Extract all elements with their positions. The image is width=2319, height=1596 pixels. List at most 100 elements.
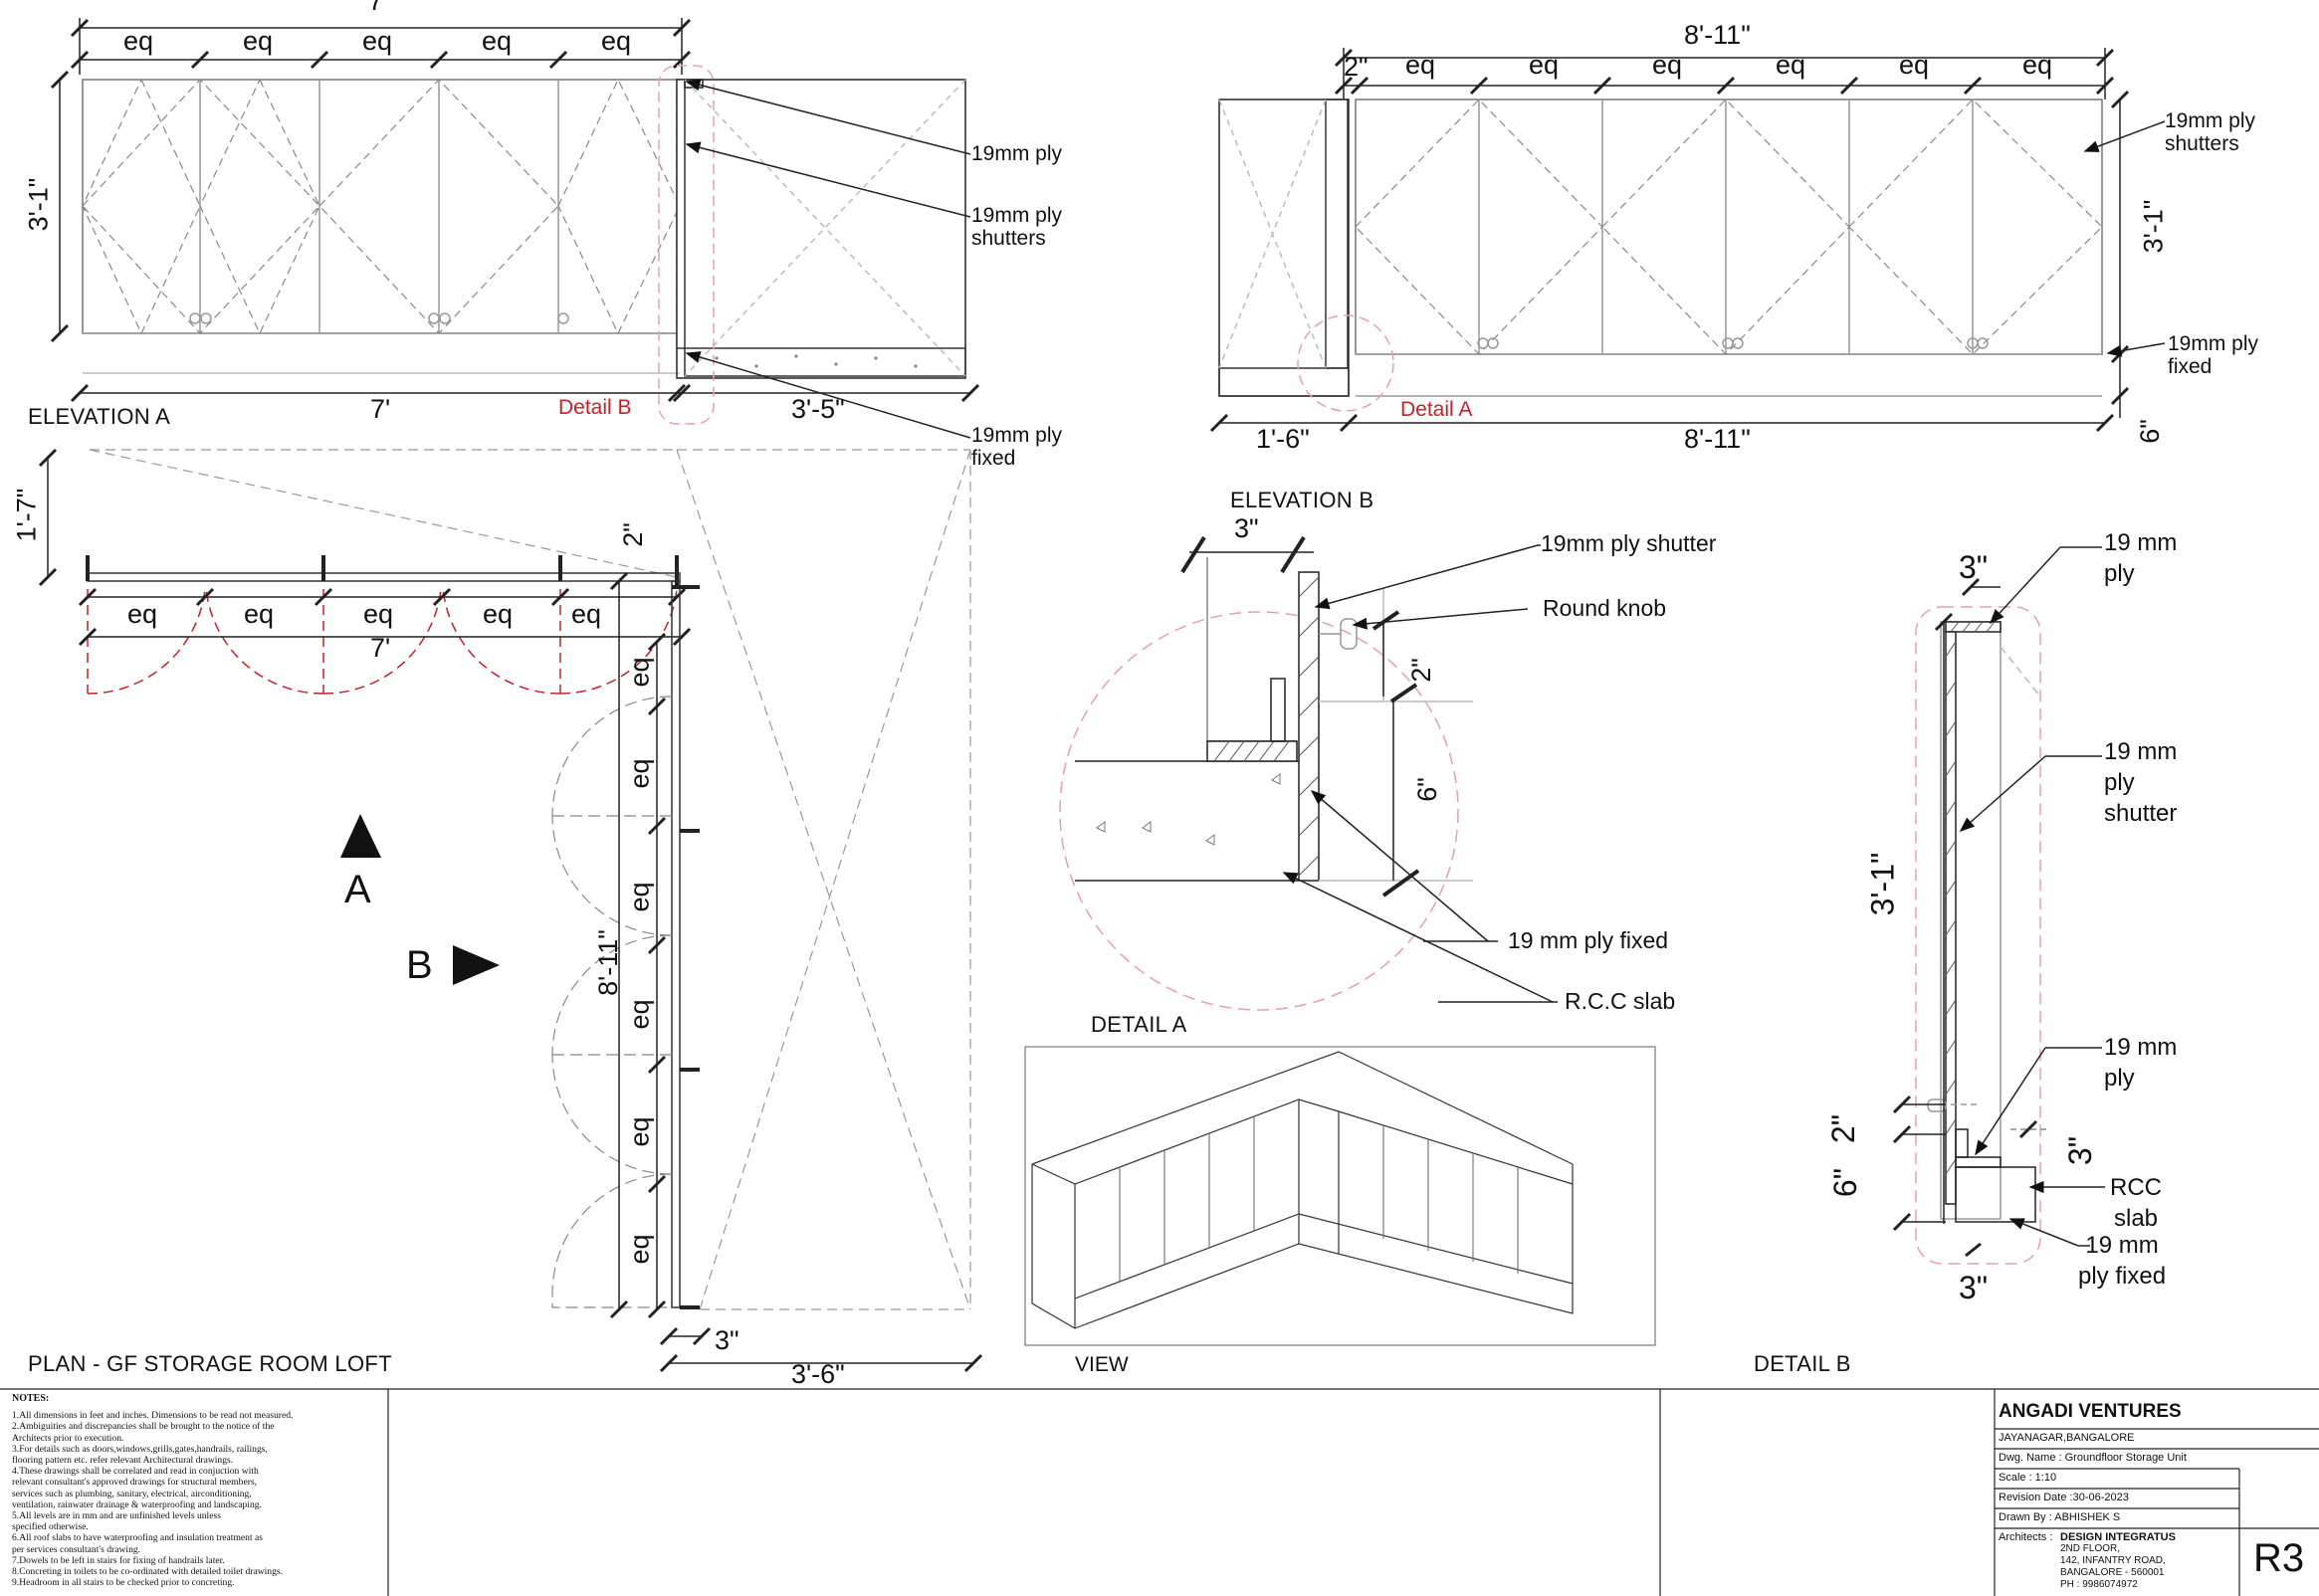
drawing-name: Dwg. Name : Groundfloor Storage Unit [1999,1452,2187,1464]
plan-bottom-small: 3" [715,1325,739,1355]
detail-a-callout: Detail A [1400,398,1473,421]
elevation-b-small-top: 2" [1344,52,1369,82]
elevation-b-drawing [1209,48,2166,433]
view-title: VIEW [1075,1353,1129,1376]
detail-b-dim-base: 6" [1827,1167,1864,1198]
drawing-scale: Scale : 1:10 [1999,1472,2057,1484]
plan-vert-eq-1: eq [624,657,655,688]
elevation-b-height: 3'-1" [2138,199,2169,254]
elevation-b-eq-6: eq [2022,50,2053,80]
note-line: 2.Ambiguities and discrepancies shall be… [12,1421,275,1433]
elevation-a-height: 3'-1" [23,177,54,232]
detail-a-title: DETAIL A [1091,1012,1187,1037]
plan-horiz-eq-4: eq [483,599,514,629]
elevation-b-eq-1: eq [1405,50,1436,80]
elevation-b-eq-3: eq [1652,50,1683,80]
note-line: 5.All levels are in mm and are unfinishe… [12,1510,221,1522]
elevation-b-eq-5: eq [1899,50,1930,80]
note-line: 4.These drawings shall be correlated and… [12,1466,259,1478]
plan-vert-eq-2: eq [624,758,655,789]
plan-horiz-eq-1: eq [127,599,158,629]
architects-name: DESIGN INTEGRATUS [2060,1531,2176,1543]
plan-horiz-eq-2: eq [244,599,275,629]
elevation-a-ply-label: 19mm ply [971,142,1063,165]
general-notes: NOTES: 1.All dimensions in feet and inch… [12,1393,390,1588]
detail-b-ply-top-label: 19 mm ply [2104,529,2178,587]
note-line: 7.Dowels to be left in stairs for fixing… [12,1554,225,1566]
note-line: flooring pattern etc. refer relevant Arc… [12,1455,234,1467]
elevation-a-eq-1: eq [123,26,154,56]
elevation-a-overall-top: 7' [368,0,389,16]
detail-b-dim-bottom: 3" [1959,1270,1989,1305]
elevation-a-eq-5: eq [601,26,632,56]
drawn-by: Drawn By : ABHISHEK S [1999,1511,2121,1523]
title-block: ANGADI VENTURES JAYANAGAR,BANGALORE Dwg.… [1995,1393,2319,1596]
detail-a-dim-side: 6" [1411,777,1442,802]
view-drawing [1024,1046,1656,1346]
notes-heading: NOTES: [12,1393,50,1404]
plan-marker-b: B [406,943,433,987]
elevation-a-shutters-label: 19mm ply shutters [971,204,1063,250]
detail-b-title: DETAIL B [1754,1351,1851,1376]
plan-vert-eq-3: eq [624,882,655,912]
note-line: specified otherwise. [12,1521,89,1533]
plan-vert-eq-4: eq [624,999,655,1030]
detail-a-drawing [1059,535,1558,1011]
address-line: PH : 9986074972 [2060,1579,2138,1590]
detail-b-drawing [1892,546,2105,1265]
plan-vert-eq-5: eq [624,1116,655,1147]
detail-a-knob-label: Round knob [1543,595,1667,621]
detail-a-slab-label: R.C.C slab [1565,988,1676,1014]
plan-horiz-overall: 7' [370,633,391,663]
note-line: ventilation, rainwater drainage & waterp… [12,1498,262,1510]
elevation-a-eq-4: eq [482,26,513,56]
address-line: 2ND FLOOR, [2060,1543,2121,1554]
title-block-frame [0,1388,2319,1596]
note-line: 6.All roof slabs to have waterproofing a… [12,1532,264,1544]
elevation-b-eq-2: eq [1529,50,1560,80]
plan-horiz-eq-3: eq [363,599,394,629]
detail-b-shutter-label: 19 mm ply shutter [2104,738,2178,827]
note-line: 3.For details such as doors,windows,gril… [12,1443,268,1455]
note-line: 8.Concreting in toilets to be co-ordinat… [12,1566,284,1578]
address-line: BANGALORE - 560001 [2060,1567,2165,1578]
note-line: 1.All dimensions in feet and inches. Dim… [12,1410,294,1422]
elevation-b-shutters-label: 19mm ply shutters [2165,109,2256,155]
detail-b-dim-height: 3'-1" [1864,852,1901,916]
detail-b-slab-label: RCC slab [2110,1174,2162,1232]
plan-vert-eq-6: eq [624,1234,655,1265]
detail-b-fixed-label: 19 mm ply fixed [2078,1232,2167,1290]
note-line: per services consultant's drawing. [12,1543,141,1555]
note-line: relevant consultant's approved drawings … [12,1477,258,1489]
revision-date: Revision Date :30-06-2023 [1999,1492,2129,1503]
elevation-b-left-width: 1'-6" [1256,424,1310,454]
plan-bottom-overall: 3'-6" [791,1359,845,1389]
plan-marker-a: A [344,868,371,911]
elevation-a-return-width: 3'-5" [791,394,845,424]
elevation-a-eq-2: eq [243,26,274,56]
elevation-b-overall-bottom: 8'-11" [1684,424,1751,454]
elevation-a-fixed-label: 19mm ply fixed [971,424,1063,470]
client-name: ANGADI VENTURES [1999,1401,2182,1422]
elevation-a-title: ELEVATION A [28,404,171,429]
sheet-number: R3 [2253,1536,2305,1580]
detail-a-shutter-label: 19mm ply shutter [1541,530,1717,556]
elevation-b-title: ELEVATION B [1230,488,1374,512]
note-line: services such as plumbing, sanitary, ele… [12,1488,252,1499]
note-line: Architects prior to execution. [12,1432,124,1444]
detail-b-dim-top: 3" [1959,549,1989,585]
plan-small: 2" [617,522,648,547]
project-location: JAYANAGAR,BANGALORE [1999,1432,2135,1444]
detail-b-ply-mid-label: 19 mm ply [2104,1034,2178,1092]
elevation-b-eq-4: eq [1776,50,1806,80]
elevation-a-drawing [50,18,980,439]
detail-a-dim-knob: 2" [1405,658,1436,683]
note-line: 9.Headroom in all stairs to be checked p… [12,1577,235,1589]
plan-vert-overall: 8'-11" [592,929,623,996]
address-line: 142, INFANTRY ROAD, [2060,1555,2166,1566]
elevation-a-eq-3: eq [362,26,393,56]
elevation-a-overall-bottom: 7' [370,394,391,424]
detail-b-callout: Detail B [558,396,632,419]
plan-horiz-eq-5: eq [571,599,602,629]
